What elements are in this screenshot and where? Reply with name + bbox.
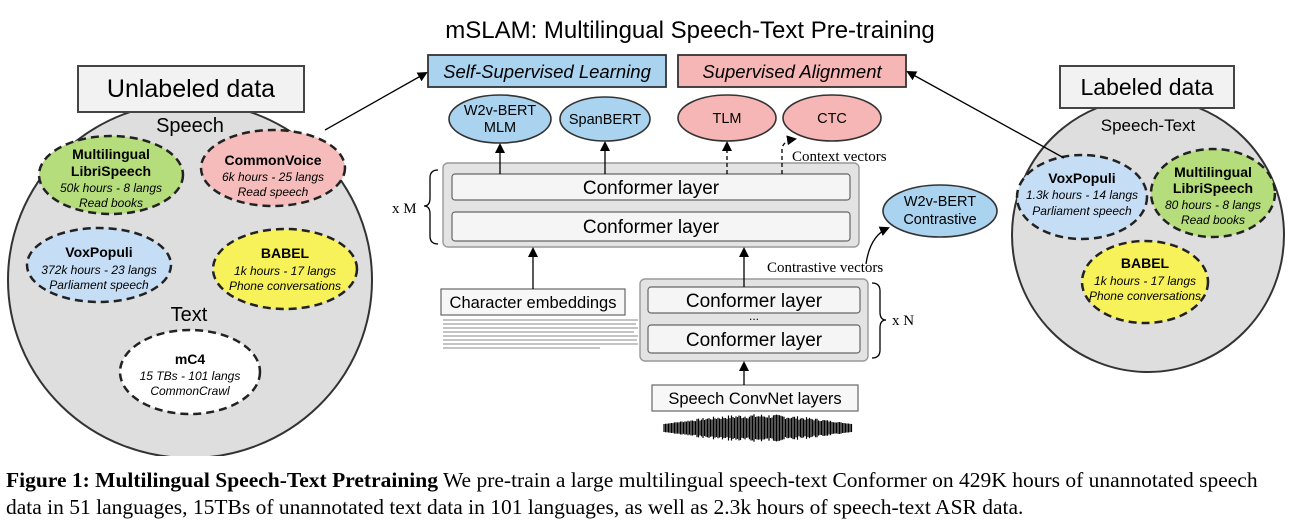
- text-snippet-graphic: [443, 319, 638, 349]
- self-supervised-label: Self-Supervised Learning: [443, 61, 651, 82]
- unlabeled-speech-header: Speech: [156, 115, 224, 137]
- supervised-alignment-box: [677, 54, 907, 88]
- speech-convnet-label: Speech ConvNet layers: [668, 390, 841, 408]
- dataset-hours: 80 hours - 8 langs: [1165, 198, 1261, 212]
- layer-ellipsis: ...: [749, 309, 759, 323]
- conformer-layer-label: Conformer layer: [686, 330, 823, 351]
- dataset-mc4: mC4 15 TBs - 101 langs CommonCrawl: [118, 328, 262, 416]
- dataset-desc: Read books: [1181, 213, 1245, 227]
- conformer-layer-label: Conformer layer: [583, 178, 720, 199]
- unlabeled-text-header: Text: [171, 304, 208, 326]
- tlm-label: TLM: [713, 111, 742, 127]
- conformer-layer: [451, 173, 851, 201]
- self-supervised-box: [427, 54, 667, 88]
- figure-caption: Figure 1: Multilingual Speech-Text Pretr…: [6, 467, 1288, 521]
- supervised-alignment-label: Supervised Alignment: [702, 61, 882, 82]
- context-vectors-label: Context vectors: [792, 149, 887, 165]
- unlabeled-data-group: Unlabeled data Speech Text Multilingual …: [7, 65, 373, 456]
- unlabeled-data-title: Unlabeled data: [107, 75, 275, 103]
- labeled-data-circle: [1011, 97, 1285, 373]
- dataset-name: VoxPopuli: [1048, 170, 1115, 186]
- dataset-commonvoice-bubble: [199, 128, 347, 208]
- contrastive-vectors-label: Contrastive vectors: [767, 260, 883, 276]
- spanbert-label: SpanBERT: [569, 112, 641, 128]
- conformer-layer-label: Conformer layer: [686, 291, 823, 312]
- dataset-hours: 6k hours - 25 langs: [222, 170, 324, 184]
- unlabeled-data-title-box: [77, 65, 305, 113]
- diagram-title: mSLAM: Multilingual Speech-Text Pre-trai…: [445, 17, 935, 44]
- dataset-babel-bubble: [211, 227, 359, 311]
- labeled-data-title: Labeled data: [1080, 74, 1213, 100]
- figure-caption-label: Figure 1: Multilingual Speech-Text Pretr…: [6, 468, 438, 492]
- dataset-voxpopuli-labeled: VoxPopuli 1.3k hours - 14 langs Parliame…: [1015, 153, 1149, 241]
- character-embeddings-box: [440, 288, 626, 316]
- dataset-hours: 50k hours - 8 langs: [60, 181, 162, 195]
- dataset-name: CommonVoice: [225, 152, 322, 168]
- dataset-desc: Read books: [79, 196, 143, 210]
- dataset-name: Multilingual: [72, 146, 150, 162]
- dataset-desc: CommonCrawl: [150, 384, 230, 398]
- dataset-name: Multilingual: [1174, 164, 1252, 180]
- figure-caption-text: We pre-train a large multilingual speech…: [6, 468, 1258, 519]
- conformer-layer: [647, 324, 861, 354]
- dataset-commonvoice: CommonVoice 6k hours - 25 langs Read spe…: [199, 128, 347, 208]
- dataset-name: mC4: [175, 351, 206, 367]
- dataset-name: LibriSpeech: [71, 163, 151, 179]
- dataset-hours: 1.3k hours - 14 langs: [1026, 188, 1138, 202]
- w2v-bert-contrastive-label: W2v-BERT: [904, 194, 976, 210]
- dataset-hours: 15 TBs - 101 langs: [140, 369, 241, 383]
- dataset-babel-labeled-bubble: [1080, 239, 1210, 325]
- dataset-mls-bubble: [37, 134, 185, 216]
- dataset-name: BABEL: [261, 245, 310, 261]
- w2v-bert-contrastive-label: Contrastive: [903, 212, 976, 228]
- dataset-desc: Phone conversations: [1089, 289, 1201, 303]
- conformer-layer: [647, 286, 861, 314]
- dataset-hours: 372k hours - 23 langs: [41, 263, 156, 277]
- dataset-desc: Read speech: [238, 185, 309, 199]
- dataset-desc: Parliament speech: [49, 278, 149, 292]
- labeled-speech-text-header: Speech-Text: [1101, 116, 1196, 135]
- arrow-to-contrastive: [865, 226, 890, 265]
- repeat-n-label: x N: [892, 313, 914, 329]
- arrow-to-ctc: [781, 135, 797, 174]
- dataset-name: LibriSpeech: [1173, 180, 1253, 196]
- dataset-hours: 1k hours - 17 langs: [234, 264, 336, 278]
- speech-convnet-box: [651, 384, 859, 412]
- dataset-hours: 1k hours - 17 langs: [1094, 274, 1196, 288]
- waveform-graphic: [663, 414, 853, 442]
- dataset-name: VoxPopuli: [65, 244, 132, 260]
- dataset-babel: BABEL 1k hours - 17 langs Phone conversa…: [211, 227, 359, 311]
- dataset-mls-labeled: Multilingual LibriSpeech 80 hours - 8 la…: [1149, 147, 1277, 239]
- arrow-labeled-to-supervised: [906, 71, 1065, 159]
- ctc-label: CTC: [817, 111, 847, 127]
- ctc-head: [782, 94, 882, 142]
- w2v-bert-mlm-label: W2v-BERT: [464, 103, 536, 119]
- dataset-voxpopuli: VoxPopuli 372k hours - 23 langs Parliame…: [25, 226, 173, 304]
- dataset-mls-labeled-bubble: [1149, 147, 1277, 239]
- dataset-desc: Phone conversations: [229, 279, 341, 293]
- dataset-mc4-bubble: [118, 328, 262, 416]
- dataset-voxpopuli-bubble: [25, 226, 173, 304]
- dataset-voxpopuli-labeled-bubble: [1015, 153, 1149, 241]
- w2v-bert-mlm-label: MLM: [484, 120, 516, 136]
- w2v-bert-contrastive-head: [882, 184, 998, 238]
- arrow-unlabeled-to-ssl: [324, 72, 428, 131]
- brace-n: [871, 282, 887, 359]
- labeled-data-group: Labeled data Speech-Text VoxPopuli 1.3k …: [1011, 65, 1285, 373]
- dataset-desc: Parliament speech: [1032, 204, 1132, 218]
- mslam-diagram: mSLAM: Multilingual Speech-Text Pre-trai…: [7, 17, 1285, 456]
- conformer-layer: [451, 211, 851, 242]
- labeled-data-title-box: [1059, 65, 1235, 109]
- dataset-mls: Multilingual LibriSpeech 50k hours - 8 l…: [37, 134, 185, 216]
- conformer-layer-label: Conformer layer: [583, 217, 720, 238]
- brace-m: [423, 169, 439, 245]
- character-embeddings-label: Character embeddings: [450, 294, 617, 312]
- dataset-babel-labeled: BABEL 1k hours - 17 langs Phone conversa…: [1080, 239, 1210, 325]
- repeat-m-label: x M: [392, 201, 417, 217]
- dataset-name: BABEL: [1121, 255, 1170, 271]
